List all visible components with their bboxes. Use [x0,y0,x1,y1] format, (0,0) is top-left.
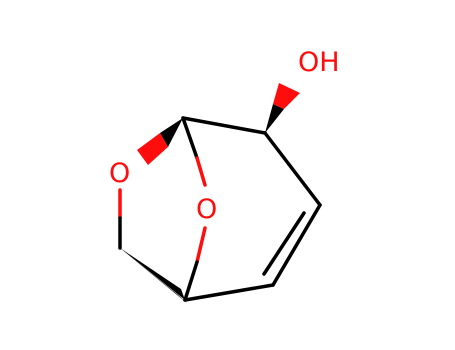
wedge-c1-oring-red [137,133,168,165]
atom-label-oxygen-ring: O [109,158,130,189]
bond-c1-obridge-red [195,156,207,187]
bond-c1-c2 [181,116,267,135]
wedge-ch2-c5 [120,248,188,304]
wedge-c1-oring-black [160,118,183,147]
bond-obridge-c5-black [183,260,199,302]
wedge-c2-oh-red [273,83,300,109]
bond-c3-c4 [271,203,322,287]
bond-c2-c3 [263,131,322,207]
wedge-ch2-c5-fill [120,248,185,300]
wedge-c2-oh-black [265,104,284,133]
atom-label-hydroxyl: OH [298,47,340,78]
atom-label-oxygen-bridge: O [196,194,217,225]
bond-c3-c4-double [262,211,306,276]
bond-c4-c5 [183,283,275,302]
bond-obridge-c5-red [195,226,207,264]
bond-c1-obridge-black [181,116,199,160]
